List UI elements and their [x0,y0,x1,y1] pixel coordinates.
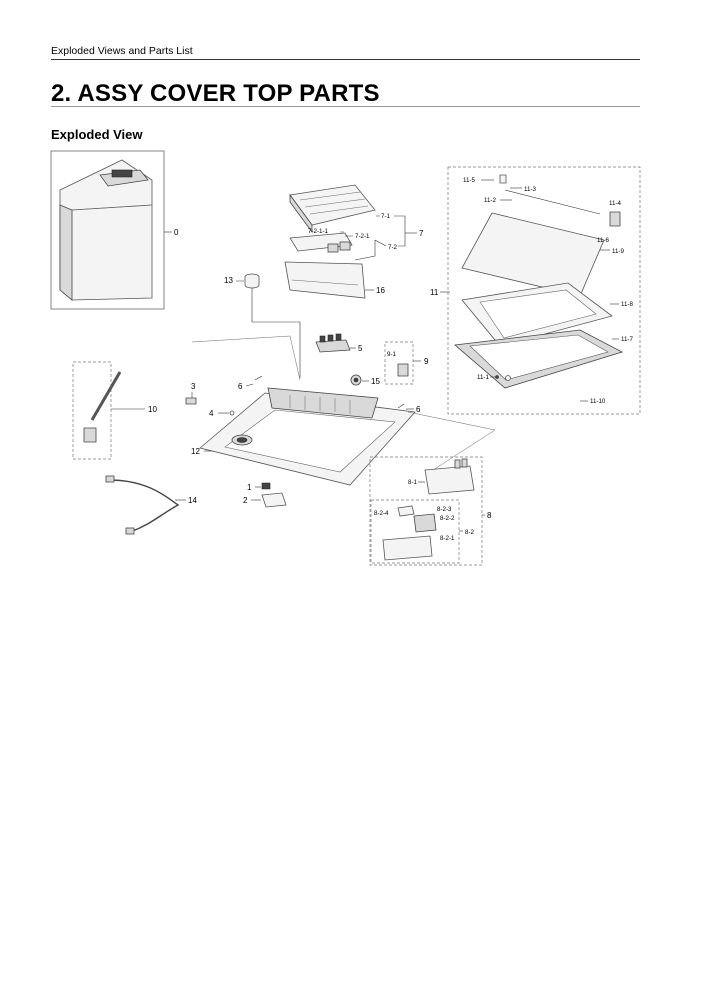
lid-frame-lower [454,329,624,389]
lid-screw-icon [505,375,511,381]
callout-11-2: 11-2 [484,197,496,204]
detergent-drawer-icon [382,535,433,561]
switch-9-icon [397,363,409,377]
callout-3: 3 [191,382,196,391]
callout-2: 2 [243,496,248,505]
callout-11-5: 11-5 [463,177,475,184]
glass-lid-panel [461,212,605,297]
callout-12: 12 [191,447,200,456]
callout-11-3: 11-3 [524,186,536,193]
hinge-bracket-icon [609,211,621,227]
screw-4-icon [229,410,235,416]
control-panel-top-cover [289,184,376,234]
page-title: 2. ASSY COVER TOP PARTS [51,80,380,107]
callout-6b: 6 [416,405,421,414]
control-buttons-5 [315,333,351,353]
callout-9-1: 9-1 [387,351,397,358]
callout-8-2-4: 8-2-4 [374,510,389,517]
callout-7-1: 7-1 [381,213,391,220]
callout-8-1: 8-1 [408,479,418,486]
callout-11-7: 11-7 [621,336,633,343]
callout-14: 14 [188,496,197,505]
callout-0: 0 [174,228,179,237]
callout-10: 10 [148,405,157,414]
callout-11-6: 11-6 [597,237,609,244]
callout-8: 8 [487,511,492,520]
header-rule [51,59,640,60]
knob-13 [244,273,260,289]
detergent-cap-icon [397,505,415,517]
title-rule [51,106,640,107]
screw-6a-icon [254,375,263,381]
valve-15 [350,374,362,386]
washer-assembly-inset [50,150,165,310]
callout-5: 5 [358,344,363,353]
callout-8-2-2: 8-2-2 [440,515,455,522]
callout-15: 15 [371,377,380,386]
bracket-2-icon [261,492,287,508]
screw-6b-icon [397,403,405,409]
top-cover-12 [199,387,416,486]
control-pcb-assembly [289,232,353,253]
detergent-housing-8-1 [424,458,475,495]
part-10-group-box [72,361,112,460]
callout-9: 9 [424,357,429,366]
part-9-group-box [384,341,414,385]
detergent-cup-icon [413,513,437,533]
callout-11: 11 [430,288,439,297]
hinge-clip-icon [499,174,507,184]
callout-13: 13 [224,276,233,285]
clip-1-icon [261,482,271,490]
cap-3-icon [185,397,197,405]
callout-11-9: 11-9 [612,248,624,255]
exploded-view-heading: Exploded View [51,127,143,142]
callout-4: 4 [209,409,214,418]
control-panel-frame [284,261,366,299]
callout-11-4: 11-4 [609,200,621,207]
callout-1: 1 [247,483,252,492]
callout-8-2-3: 8-2-3 [437,506,452,513]
callout-7-2-1: 7-2-1 [355,233,370,240]
hose-10 [83,371,122,443]
header-section-label: Exploded Views and Parts List [51,45,193,57]
callout-7-2-1-1: 7-2-1-1 [308,228,329,235]
part-8-group-box [369,456,483,566]
callout-6a: 6 [238,382,243,391]
lid-frame-upper [461,282,613,347]
lid-assembly-group-box [447,166,641,415]
callout-16: 16 [376,286,385,295]
callout-8-2-1: 8-2-1 [440,535,455,542]
callout-11-10: 11-10 [590,398,606,405]
callout-8-2: 8-2 [465,529,475,536]
wire-harness-14 [105,475,180,535]
hinge-rod [504,189,601,215]
callout-7-2: 7-2 [388,244,398,251]
callout-7: 7 [419,229,424,238]
callout-11-8: 11-8 [621,301,633,308]
callout-11-1: 11-1 [477,374,489,381]
part-8-2-group-box [370,499,460,564]
